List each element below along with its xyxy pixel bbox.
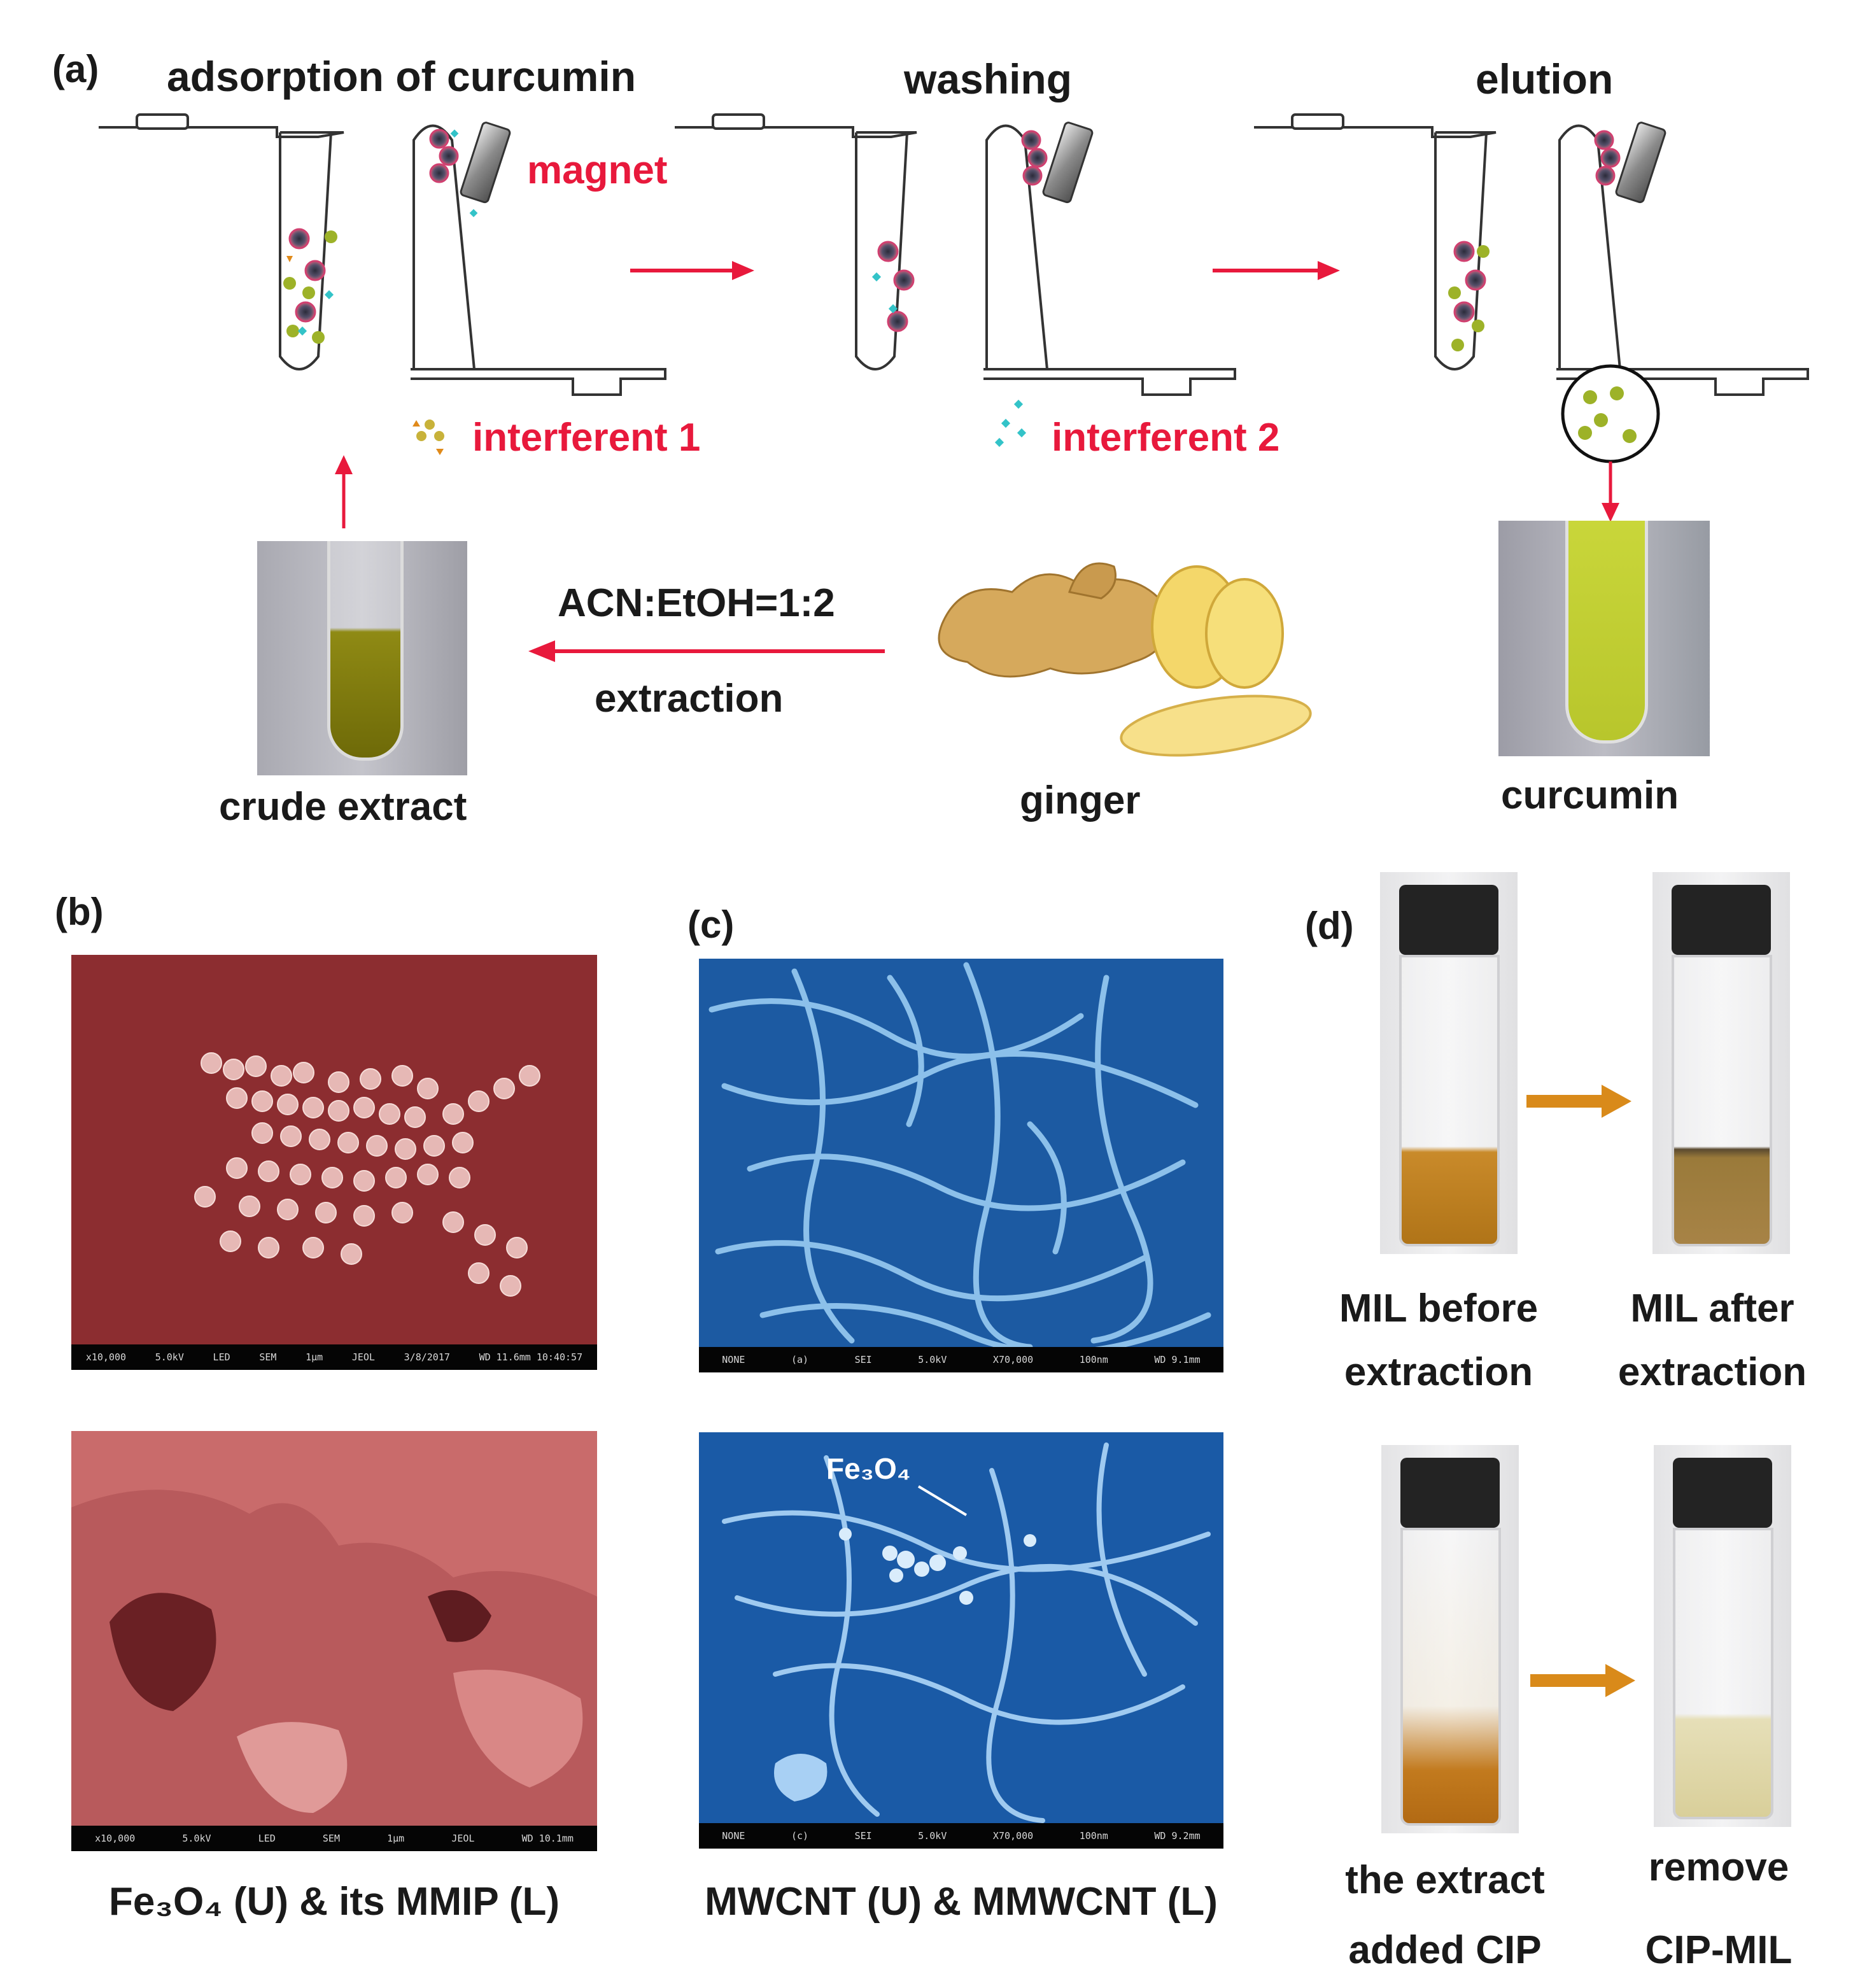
sem-date: 3/8/2017 <box>404 1351 450 1363</box>
interferent-1-icon <box>412 419 444 455</box>
interferent-2-icon <box>994 399 1027 448</box>
panel-d-letter: (d) <box>1305 905 1354 947</box>
sem-detector: LED <box>213 1351 230 1363</box>
sem-mag: X70,000 <box>992 1354 1034 1365</box>
sem-wd: WD 11.6mm 10:40:57 <box>479 1351 583 1363</box>
magnet-label: magnet <box>527 148 668 192</box>
step-elution-title: elution <box>1476 55 1614 102</box>
sem-mmwcnt-lower: Fe₃O₄ NONE (c) SEI 5.0kV X70,000 100nm W… <box>699 1432 1223 1849</box>
extraction-solvent-label: ACN:EtOH=1:2 <box>558 581 835 625</box>
interferent-2-label: interferent 2 <box>1052 416 1280 460</box>
sem-wd: WD 9.2mm <box>1154 1830 1201 1842</box>
sem-mode: SEM <box>259 1351 277 1363</box>
zoom-circle <box>1561 364 1660 463</box>
extraction-label: extraction <box>595 677 784 721</box>
sem-mode: SEM <box>322 1833 340 1844</box>
sem-mmip-lower: x10,000 5.0kV LED SEM 1μm JEOL WD 10.1mm <box>71 1431 597 1851</box>
sem-c-lower-scalebar: NONE (c) SEI 5.0kV X70,000 100nm WD 9.2m… <box>699 1823 1223 1849</box>
panel-a-letter: (a) <box>52 48 99 90</box>
sem-fe3o4-particles <box>71 955 597 1344</box>
interferent-1-label: interferent 1 <box>472 416 701 460</box>
sem-detector: LED <box>258 1833 276 1844</box>
sem-mmwcnt-texture <box>699 1432 1223 1823</box>
sem-kv: 5.0kV <box>918 1830 947 1842</box>
sem-mmip-texture <box>71 1431 597 1826</box>
curcumin-label: curcumin <box>1501 773 1679 817</box>
tube-adsorption <box>99 113 344 370</box>
sem-tag: (c) <box>791 1830 809 1842</box>
tube-washing-inverted <box>983 124 1236 396</box>
panel-b-caption: Fe₃O₄ (U) & its MMIP (L) <box>108 1880 560 1924</box>
arrow-up-icon <box>335 455 353 528</box>
sem-kv: 5.0kV <box>182 1833 211 1844</box>
panel-c-letter: (c) <box>687 903 735 946</box>
vial-remove-cip-mil <box>1654 1445 1791 1827</box>
sem-fe3o4-upper: x10,000 5.0kV LED SEM 1μm JEOL 3/8/2017 … <box>71 955 597 1370</box>
panel-c-caption: MWCNT (U) & MMWCNT (L) <box>705 1880 1218 1924</box>
label-remove-line1: remove <box>1648 1845 1789 1889</box>
sem-brand: JEOL <box>451 1833 475 1844</box>
vial-mil-before <box>1380 872 1518 1254</box>
arrow-right-icon <box>630 261 754 280</box>
arrow-down-icon <box>1602 462 1619 522</box>
sem-scale: 100nm <box>1079 1354 1108 1365</box>
panel-b-letter: (b) <box>55 891 104 933</box>
sem-b-upper-scalebar: x10,000 5.0kV LED SEM 1μm JEOL 3/8/2017 … <box>71 1344 597 1370</box>
sem-detector: SEI <box>854 1354 872 1365</box>
sem-scale: 1μm <box>306 1351 323 1363</box>
sem-brand: JEOL <box>351 1351 375 1363</box>
ginger-label: ginger <box>1020 779 1141 822</box>
label-extract-line2: added CIP <box>1348 1928 1542 1972</box>
arrow-right-icon <box>1526 1085 1631 1118</box>
step-adsorption-title: adsorption of curcumin <box>167 53 637 100</box>
label-mil-before-line2: extraction <box>1344 1350 1533 1394</box>
arrow-left-icon <box>528 640 885 662</box>
sem-mag: x10,000 <box>85 1351 127 1363</box>
arrow-right-icon <box>1213 261 1340 280</box>
sem-field: NONE <box>722 1354 745 1365</box>
label-extract-line1: the extract <box>1345 1858 1545 1902</box>
fe3o4-annotation: Fe₃O₄ <box>826 1452 911 1485</box>
annotation-pointer <box>917 1485 968 1516</box>
vial-mil-after <box>1652 872 1790 1254</box>
crude-extract-photo <box>257 541 467 775</box>
label-mil-after-line2: extraction <box>1617 1350 1807 1394</box>
sem-field: NONE <box>722 1830 745 1842</box>
tube-washing <box>675 113 917 370</box>
magnet-icon <box>1042 122 1094 204</box>
tube-elution-inverted <box>1556 124 1809 396</box>
magnet-icon <box>460 122 511 204</box>
sem-detector: SEI <box>854 1830 872 1842</box>
arrow-right-icon <box>1530 1664 1635 1697</box>
sem-kv: 5.0kV <box>918 1354 947 1365</box>
sem-mag: x10,000 <box>95 1833 136 1844</box>
curcumin-photo <box>1498 521 1710 756</box>
sem-mwcnt-texture <box>699 959 1223 1347</box>
magnet-icon <box>1615 122 1666 204</box>
sem-tag: (a) <box>791 1354 809 1365</box>
sem-kv: 5.0kV <box>155 1351 184 1363</box>
ginger-illustration <box>938 562 1312 757</box>
sem-mag: X70,000 <box>992 1830 1034 1842</box>
sem-wd: WD 10.1mm <box>521 1833 574 1844</box>
vial-extract-added-cip <box>1381 1445 1519 1833</box>
sem-scale: 1μm <box>387 1833 405 1844</box>
tube-elution <box>1254 113 1497 370</box>
label-mil-before-line1: MIL before <box>1339 1287 1539 1330</box>
label-remove-line2: CIP-MIL <box>1645 1928 1793 1972</box>
magnetic-separation-schematic <box>99 113 1809 528</box>
sem-scale: 100nm <box>1079 1830 1108 1842</box>
label-mil-after-line1: MIL after <box>1630 1287 1794 1330</box>
sem-b-lower-scalebar: x10,000 5.0kV LED SEM 1μm JEOL WD 10.1mm <box>71 1826 597 1851</box>
crude-extract-label: crude extract <box>219 785 467 829</box>
sem-c-upper-scalebar: NONE (a) SEI 5.0kV X70,000 100nm WD 9.1m… <box>699 1347 1223 1372</box>
step-washing-title: washing <box>904 55 1073 102</box>
sem-mwcnt-upper: NONE (a) SEI 5.0kV X70,000 100nm WD 9.1m… <box>699 959 1223 1372</box>
sem-wd: WD 9.1mm <box>1154 1354 1201 1365</box>
